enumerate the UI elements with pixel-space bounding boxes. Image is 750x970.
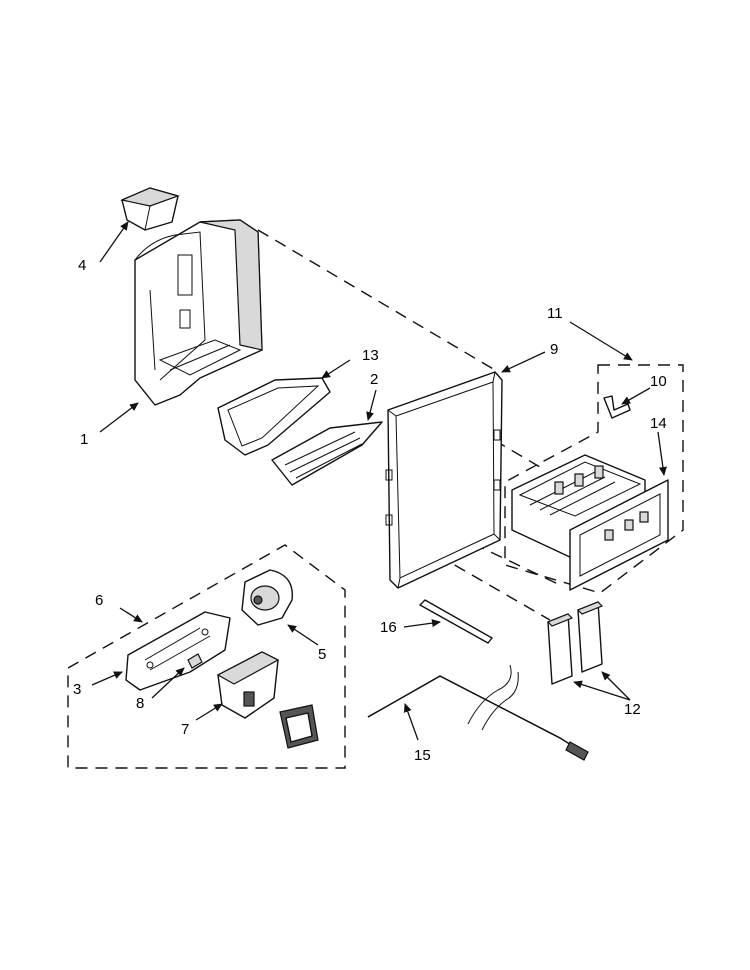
part-7-solenoid — [216, 651, 280, 719]
callout-labels: 4 1 13 2 9 11 10 14 6 5 3 8 7 16 12 15 — [73, 257, 667, 764]
callout-12: 12 — [624, 701, 641, 718]
leader-lines — [91, 221, 667, 741]
callout-5: 5 — [318, 646, 326, 663]
part-12-pads — [546, 601, 604, 685]
part-9-frame — [385, 371, 503, 589]
callout-2: 2 — [370, 371, 378, 388]
part-1-housing — [134, 219, 263, 406]
callout-4: 4 — [78, 257, 86, 274]
part-5-motor — [241, 569, 294, 626]
callout-3: 3 — [73, 681, 81, 698]
part-2-grille — [271, 421, 383, 486]
callout-15: 15 — [414, 747, 431, 764]
part-13-tray — [217, 377, 331, 456]
callout-10: 10 — [650, 373, 667, 390]
part-11-group-box — [504, 364, 684, 594]
callout-9: 9 — [550, 341, 558, 358]
part-16-rod — [419, 599, 493, 644]
part-4-bin — [120, 187, 180, 231]
part-10-bracket — [603, 395, 631, 419]
callout-14: 14 — [650, 415, 667, 432]
part-14-control-panel — [569, 479, 669, 591]
part-3-bracket — [125, 611, 231, 691]
part-6-group-box — [67, 544, 346, 769]
callout-16: 16 — [380, 619, 397, 636]
part-8-screw — [187, 653, 203, 669]
callout-11: 11 — [547, 305, 563, 322]
callout-6: 6 — [95, 592, 103, 609]
part-cover — [279, 704, 319, 749]
callout-13: 13 — [362, 347, 379, 364]
callout-8: 8 — [136, 695, 144, 712]
callout-1: 1 — [80, 431, 88, 448]
callout-7: 7 — [181, 721, 189, 738]
part-15-tube — [367, 664, 589, 761]
